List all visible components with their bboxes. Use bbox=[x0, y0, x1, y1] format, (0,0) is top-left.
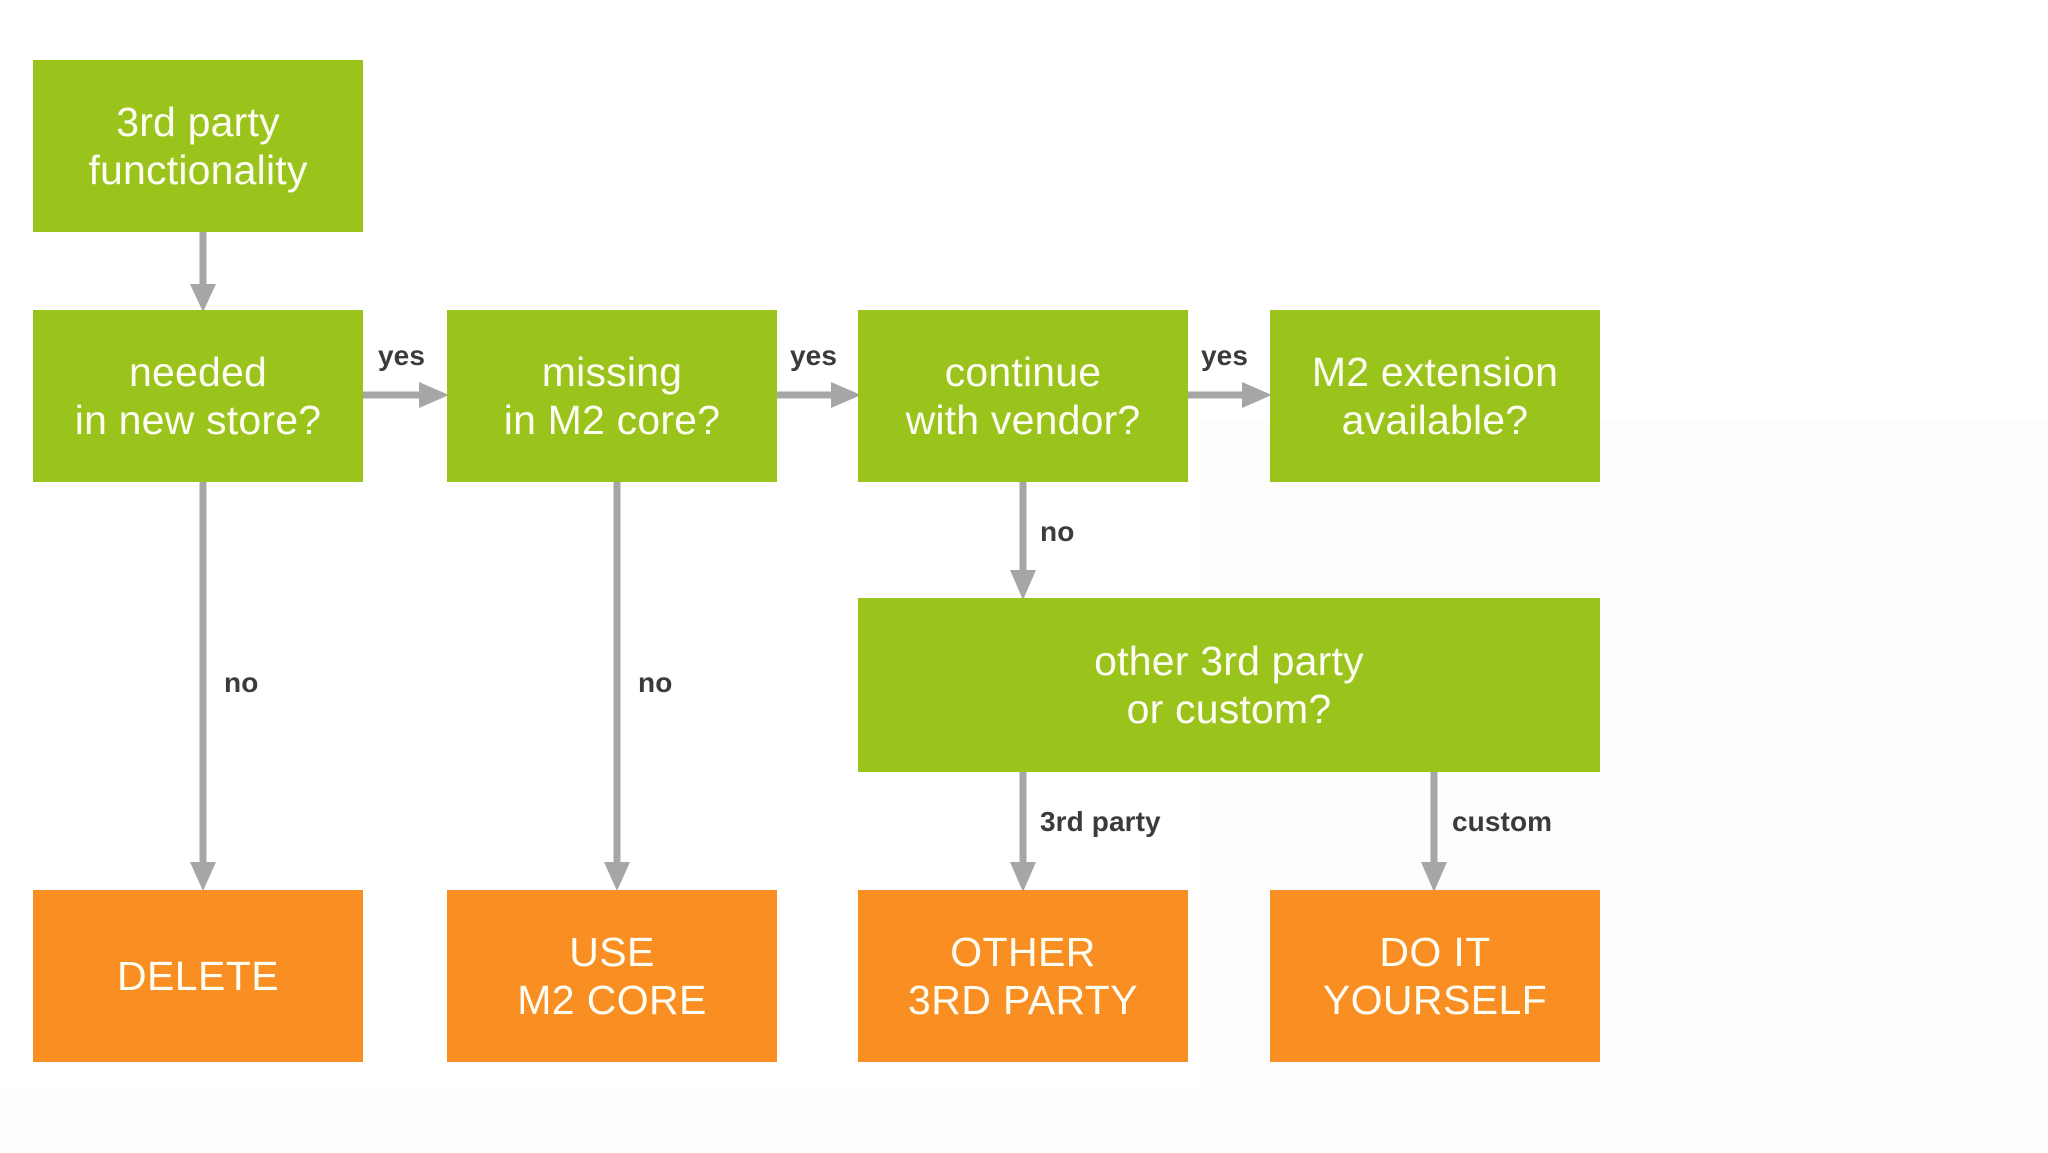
node-delete[interactable]: DELETE bbox=[33, 890, 363, 1062]
edge-label-yes-missing-continue: yes bbox=[790, 340, 838, 371]
edge-label-custom-branch: custom bbox=[1452, 806, 1553, 837]
background-panel-lower bbox=[0, 1090, 2048, 1153]
edge-label-no-continue-other-custom: no bbox=[1040, 516, 1075, 547]
edge-label-no-missing-use-core: no bbox=[638, 667, 673, 698]
arrow-missing-to-use-m2-core bbox=[600, 482, 634, 894]
node-do-it-yourself[interactable]: DO IT YOURSELF bbox=[1270, 890, 1600, 1062]
node-use-m2-core[interactable]: USE M2 CORE bbox=[447, 890, 777, 1062]
node-m2-extension-available[interactable]: M2 extension available? bbox=[1270, 310, 1600, 482]
arrow-continue-to-m2extension bbox=[1186, 378, 1274, 412]
edge-label-yes-needed-missing: yes bbox=[378, 340, 426, 371]
node-other-3rd-party-or-custom[interactable]: other 3rd party or custom? bbox=[858, 598, 1600, 772]
arrow-missing-to-continue bbox=[775, 378, 863, 412]
arrow-continue-to-other-or-custom bbox=[1006, 482, 1040, 604]
arrow-needed-to-delete bbox=[186, 482, 220, 894]
node-other-3rd-party[interactable]: OTHER 3RD PARTY bbox=[858, 890, 1188, 1062]
node-3rd-party-functionality[interactable]: 3rd party functionality bbox=[33, 60, 363, 232]
edge-label-yes-continue-m2extension: yes bbox=[1201, 340, 1249, 371]
edge-label-no-needed-delete: no bbox=[224, 667, 259, 698]
arrow-needed-to-missing bbox=[363, 378, 451, 412]
node-continue-with-vendor[interactable]: continue with vendor? bbox=[858, 310, 1188, 482]
arrow-other-custom-to-do-it-yourself bbox=[1417, 772, 1451, 896]
node-needed-in-new-store[interactable]: needed in new store? bbox=[33, 310, 363, 482]
arrow-start-to-needed bbox=[186, 232, 220, 314]
arrow-other-custom-to-other-3rd-party bbox=[1006, 772, 1040, 896]
edge-label-3rd-party-branch: 3rd party bbox=[1040, 806, 1161, 837]
node-missing-in-m2-core[interactable]: missing in M2 core? bbox=[447, 310, 777, 482]
